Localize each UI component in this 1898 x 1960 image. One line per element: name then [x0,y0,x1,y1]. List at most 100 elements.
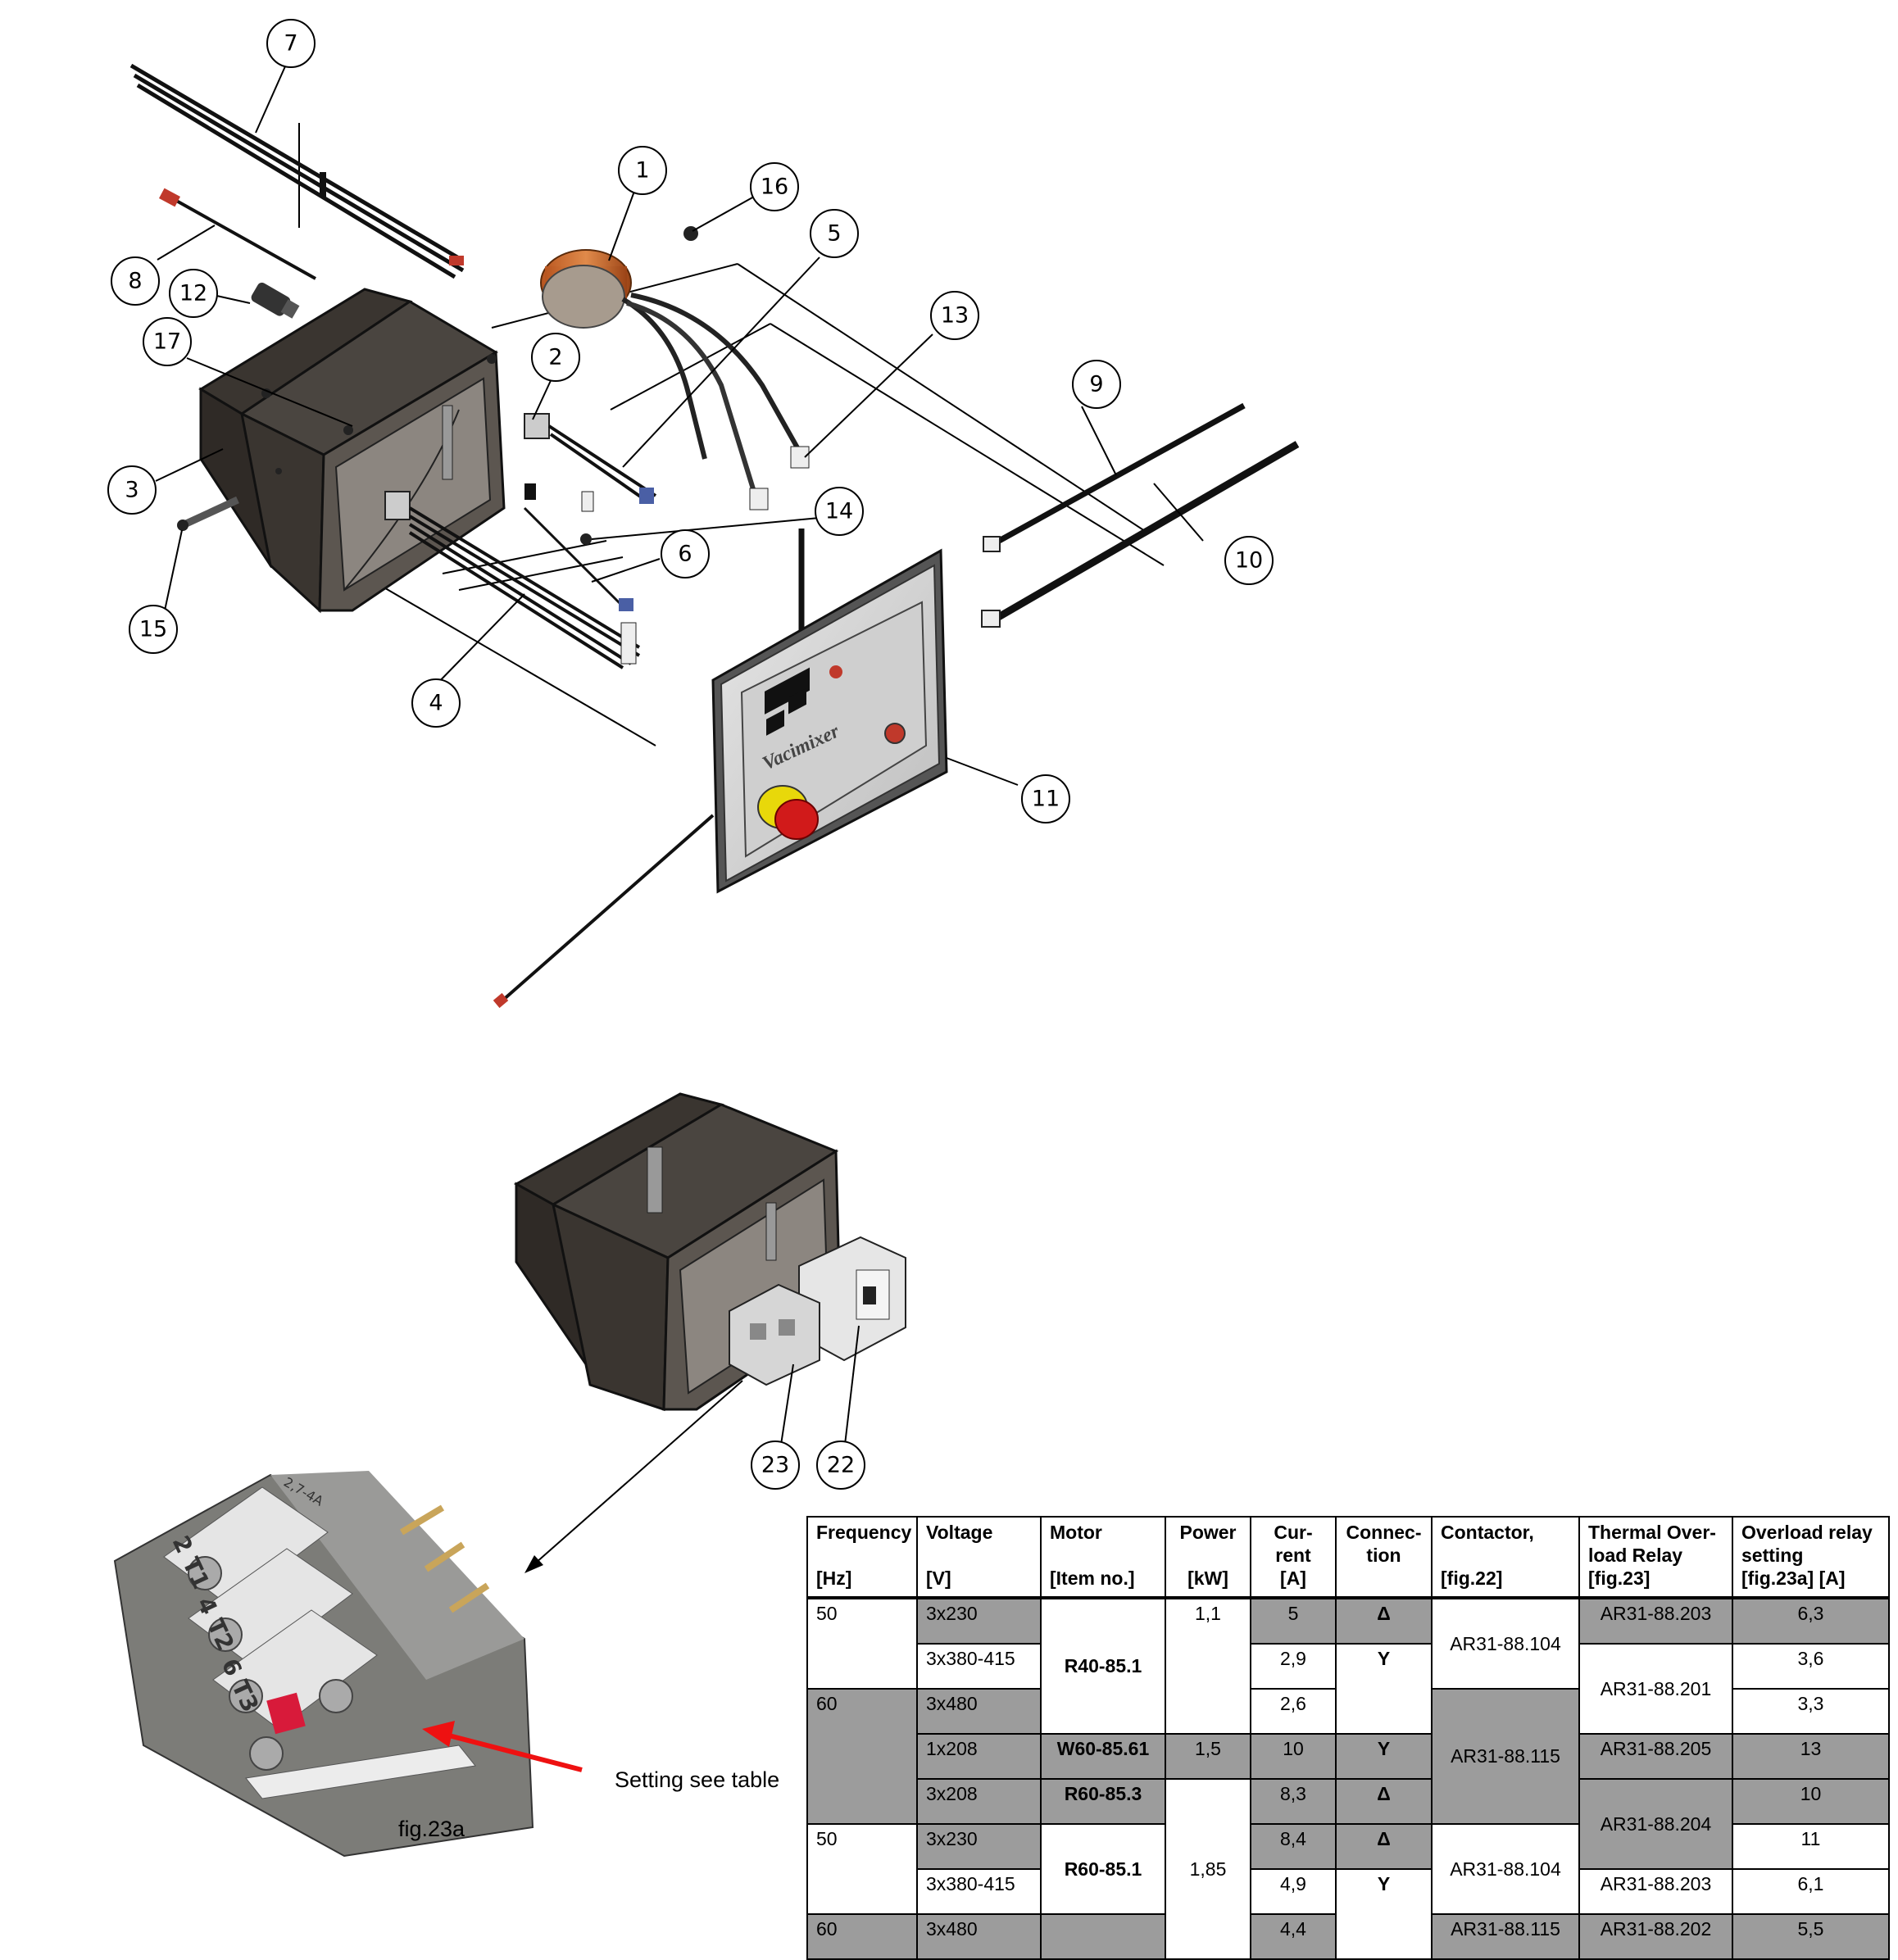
callout-5: 5 [810,209,859,258]
callout-9: 9 [1072,360,1121,409]
callout-23: 23 [751,1441,800,1490]
control-panel-part: Vacimixer [493,529,948,1009]
cell-connection: Δ [1335,1778,1433,1825]
callout-2: 2 [531,333,580,382]
svg-text:3: 3 [125,478,138,503]
svg-text:17: 17 [153,329,181,355]
table-row: 3x380-415 4,9 Y AR31-88.203 6,1 [807,1868,1890,1960]
cell-voltage: 3x230 [916,1597,1042,1645]
cell-voltage: 3x230 [916,1823,1042,1870]
cell-current: 10 [1250,1733,1337,1780]
cell-relay: AR31-88.203 [1578,1597,1733,1645]
cell-setting: 6,3 [1732,1597,1890,1645]
cell-current: 8,4 [1250,1823,1337,1870]
cell-current: 2,9 [1250,1643,1337,1690]
table-header-row: Frequency[Hz] Voltage[V] Motor[Item no.]… [806,1516,1890,1599]
cell-voltage: 3x380-415 [916,1868,1042,1915]
enclosure-with-contactor [513,1092,906,1412]
cell-motor [1040,1913,1166,1960]
cell-motor: R60-85.1 [1040,1823,1166,1915]
callout-12: 12 [169,269,218,318]
cell-current: 4,4 [1250,1913,1337,1960]
table-row: 60 3x480 2,6 AR31-88.115 3,3 [806,1688,1890,1825]
cell-contactor: AR31-88.115 [1431,1688,1580,1825]
cell-relay: AR31-88.203 [1578,1868,1733,1915]
overload-relay-photo: 2 T1 4 T2 6 T3 2,7-4A [113,1471,534,1858]
cell-frequency: 50 [806,1823,918,1915]
callout-6: 6 [661,529,710,578]
header-current: Cur-rent[A] [1250,1516,1337,1599]
callout-11: 11 [1021,774,1070,823]
wire-bundle-part [129,63,465,279]
callout-16: 16 [750,162,799,211]
cable-9-part [983,402,1246,552]
svg-text:2: 2 [548,345,562,370]
svg-text:23: 23 [761,1453,789,1478]
cell-frequency: 60 [806,1688,918,1825]
header-frequency: Frequency[Hz] [806,1516,918,1599]
cell-setting: 5,5 [1732,1913,1890,1960]
cell-relay: AR31-88.204 [1578,1778,1733,1870]
svg-text:22: 22 [827,1453,855,1478]
cable-gland-part [251,282,300,319]
cell-power: 1,5 [1165,1733,1251,1780]
callout-4: 4 [411,678,461,728]
cell-connection: Δ [1335,1823,1433,1870]
svg-text:1: 1 [635,158,649,184]
svg-text:15: 15 [139,617,167,642]
callout-14: 14 [815,487,864,536]
cell-setting: 3,6 [1732,1643,1890,1690]
callout-1: 1 [618,146,667,195]
svg-text:8: 8 [128,269,142,294]
setting-pointer-arrow [422,1721,583,1772]
cell-connection: Δ [1335,1597,1433,1645]
cell-current: 5 [1250,1597,1337,1645]
cell-setting: 11 [1732,1823,1890,1870]
cell-power: 1,85 [1165,1778,1251,1960]
table-row: 50 3x230 R40-85.1 1,1 5 Δ AR31-88.104 AR… [806,1597,1890,1735]
cell-voltage: 3x480 [916,1913,1042,1960]
header-relay-setting: Overload relay setting[fig.23a] [A] [1732,1516,1890,1599]
header-connection: Connec-tion [1335,1516,1433,1599]
bolt-part [177,496,239,531]
cell-contactor: AR31-88.115 [1431,1913,1580,1960]
cell-setting: 10 [1732,1778,1890,1825]
svg-text:16: 16 [761,175,788,200]
header-voltage: Voltage[V] [916,1516,1042,1599]
cell-current: 8,3 [1250,1778,1337,1825]
leader-lines [155,58,1204,1445]
svg-text:14: 14 [825,499,853,524]
table-row: 1x208 W60-85.61 1,5 10 Y AR31-88.205 13 [807,1733,1890,1780]
header-thermal-relay: Thermal Over-load Relay[fig.23] [1578,1516,1733,1599]
svg-text:11: 11 [1032,787,1060,812]
cell-current: 2,6 [1250,1688,1337,1735]
wiring-harness [384,413,657,669]
cell-power: 1,1 [1165,1597,1251,1735]
callout-17: 17 [143,317,192,366]
table-row: 3x208 R60-85.3 1,85 8,3 Δ AR31-88.204 10 [807,1778,1890,1960]
probe-part [159,188,316,280]
cell-contactor: AR31-88.104 [1431,1597,1580,1690]
cell-connection: Y [1335,1733,1433,1780]
cell-voltage: 3x480 [916,1688,1042,1735]
cell-relay: AR31-88.202 [1578,1913,1733,1960]
svg-text:7: 7 [284,31,297,57]
cell-voltage: 3x380-415 [916,1643,1042,1690]
fig-23a-caption: fig.23a [398,1817,465,1841]
table-row: 3x380-415 2,9 Y AR31-88.201 3,6 [807,1643,1890,1735]
callout-3: 3 [107,465,157,515]
cell-connection: Y [1335,1868,1433,1960]
cell-setting: 13 [1732,1733,1890,1780]
cell-motor: R60-85.3 [1040,1778,1166,1825]
cell-frequency: 60 [806,1913,918,1960]
cell-voltage: 3x208 [916,1778,1042,1825]
cell-setting: 3,3 [1732,1688,1890,1735]
screw-part [580,533,592,545]
cell-voltage: 1x208 [916,1733,1042,1780]
cell-frequency: 50 [806,1597,918,1690]
callout-10: 10 [1224,536,1274,585]
callout-13: 13 [930,291,979,340]
cell-setting: 6,1 [1732,1868,1890,1915]
header-motor: Motor[Item no.] [1040,1516,1166,1599]
motor-specification-table: Frequency[Hz] Voltage[V] Motor[Item no.]… [806,1516,1890,1960]
